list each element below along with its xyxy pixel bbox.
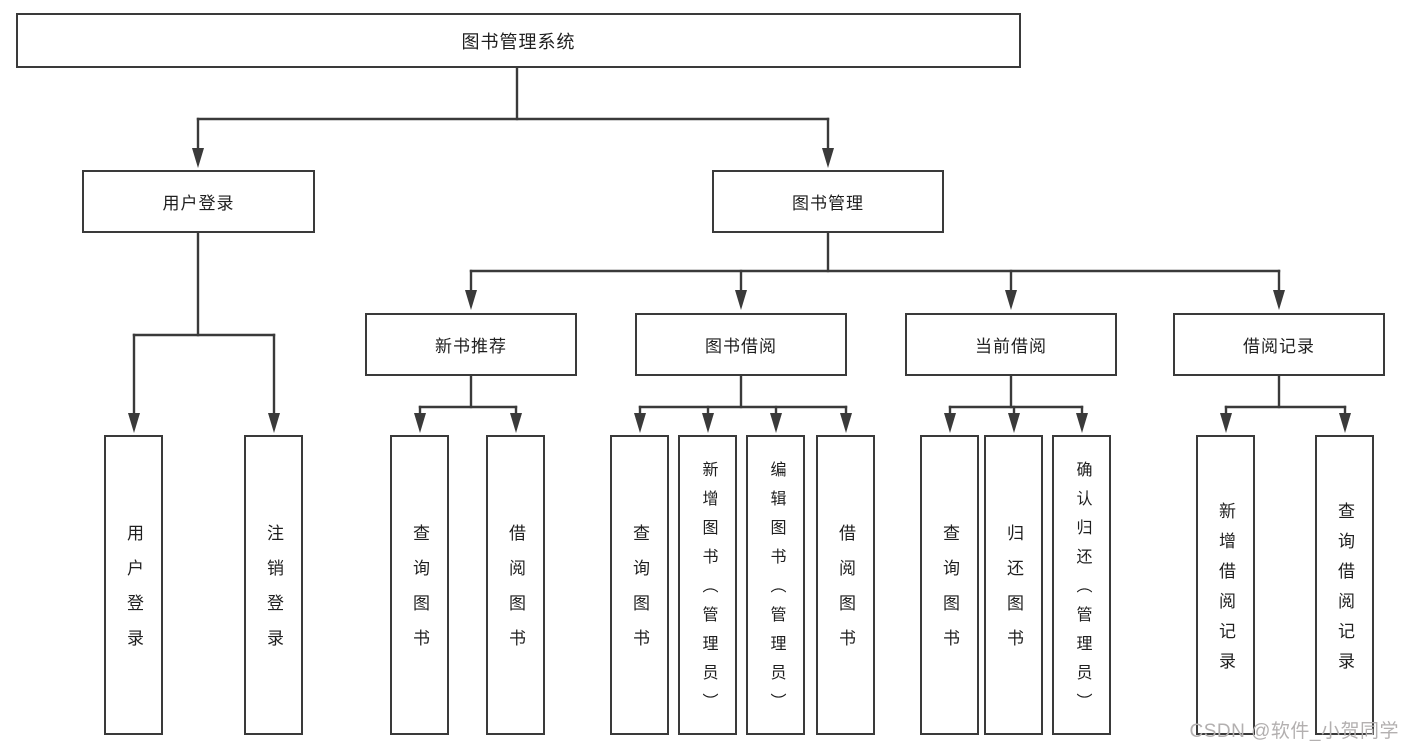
node-borrowing-records: 借阅记录 [1173,313,1385,376]
node-label: 归还图书 [1004,524,1023,664]
node-label: 注销登录 [264,524,283,664]
leaf-logout-login: 注销登录 [244,435,303,735]
node-label: 确认归还（管理员） [1073,461,1091,722]
node-user-login: 用户登录 [82,170,315,233]
node-current-borrowing: 当前借阅 [905,313,1117,376]
node-label: 查询图书 [630,524,649,664]
node-label: 新增借阅记录 [1216,501,1235,682]
node-label: 查询图书 [410,524,429,664]
node-label: 编辑图书（管理员） [767,461,785,722]
leaf-user-login: 用户登录 [104,435,163,735]
leaf-query-books-borrowing: 查询图书 [610,435,669,735]
node-label: 图书管理 [792,194,864,213]
bus-book-management-children [469,231,1281,300]
node-label: 查询借阅记录 [1335,501,1354,682]
bus-new-book-recommend-children [418,374,518,423]
leaf-edit-books-admin: 编辑图书（管理员） [746,435,805,735]
csdn-watermark: CSDN @软件_小贺同学 [1189,721,1399,742]
node-label: 借阅记录 [1243,337,1315,356]
node-book-management: 图书管理 [712,170,944,233]
leaf-borrow-books-borrowing: 借阅图书 [816,435,875,735]
leaf-return-books: 归还图书 [984,435,1043,735]
node-label: 图书借阅 [705,337,777,356]
node-label: 用户登录 [162,194,235,213]
leaf-query-books-current: 查询图书 [920,435,979,735]
node-label: 新书推荐 [435,337,507,356]
bus-current-borrowing-children [948,374,1084,423]
node-label: 借阅图书 [506,524,525,664]
node-library-management-system: 图书管理系统 [16,13,1021,68]
leaf-query-borrow-record: 查询借阅记录 [1315,435,1374,735]
bus-user-login-children [132,231,276,423]
node-label: 当前借阅 [975,337,1047,356]
bus-borrowing-records-children [1224,374,1347,423]
leaf-confirm-return-admin: 确认归还（管理员） [1052,435,1111,735]
node-label: 用户登录 [124,524,143,664]
bus-root-to-level2 [196,66,830,158]
leaf-borrow-books-recommend: 借阅图书 [486,435,545,735]
leaf-add-books-admin: 新增图书（管理员） [678,435,737,735]
node-label: 借阅图书 [836,524,855,664]
node-new-book-recommend: 新书推荐 [365,313,577,376]
leaf-add-borrow-record: 新增借阅记录 [1196,435,1255,735]
node-label: 新增图书（管理员） [699,461,717,722]
bus-book-borrowing-children [638,374,848,423]
node-label: 查询图书 [940,524,959,664]
leaf-query-books-recommend: 查询图书 [390,435,449,735]
node-label: 图书管理系统 [461,31,576,52]
node-book-borrowing: 图书借阅 [635,313,847,376]
